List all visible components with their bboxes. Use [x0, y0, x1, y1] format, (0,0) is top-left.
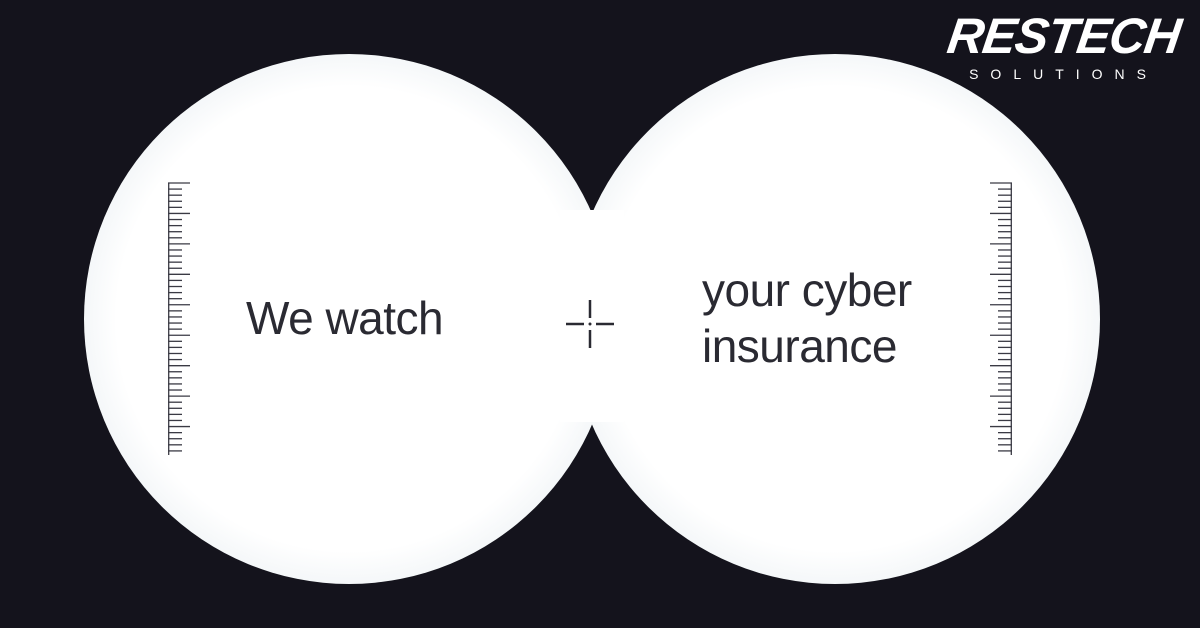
- left-lens: [84, 54, 614, 584]
- right-ruler-icon: [990, 182, 1012, 455]
- headline-left: We watch: [246, 292, 444, 344]
- crosshair-icon: [566, 300, 614, 348]
- brand-logo: RESTECH SOLUTIONS: [928, 6, 1188, 84]
- headline-right-line-2: insurance: [702, 320, 897, 372]
- headline-right-line-1: your cyber: [702, 264, 912, 316]
- brand-wordmark: RESTECH: [944, 8, 1184, 64]
- left-ruler-icon: [168, 182, 190, 455]
- headline-right: your cyber insurance: [702, 262, 982, 374]
- lens-bridge: [560, 210, 624, 422]
- brand-tagline: SOLUTIONS: [969, 66, 1158, 82]
